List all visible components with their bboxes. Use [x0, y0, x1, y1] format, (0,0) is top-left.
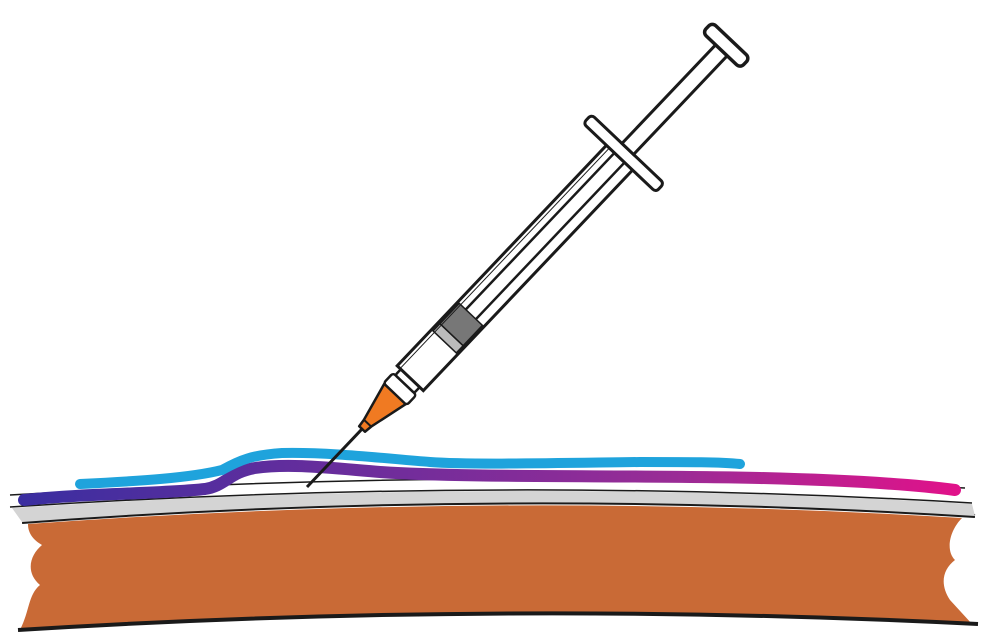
- muscle-layer: [20, 505, 972, 630]
